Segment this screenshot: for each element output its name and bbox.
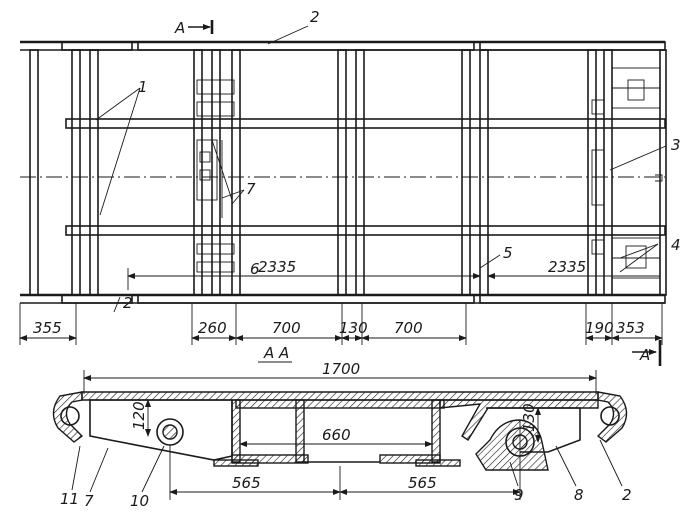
right-end-lug [598, 392, 627, 442]
dim-565-right: 565 [408, 474, 437, 492]
left-bracket [90, 400, 232, 460]
bottom-flange-right [416, 460, 460, 466]
dim-130-section: 130 [520, 403, 538, 432]
bottom-flange-left [214, 460, 258, 466]
section-title: A A [263, 344, 289, 362]
left-end-lug [53, 392, 82, 442]
callout-7-plan: 7 [246, 180, 256, 198]
callout-2-section: 2 [622, 486, 632, 504]
dim-660: 660 [322, 426, 351, 444]
dim-2335-left: 2335 [258, 258, 296, 276]
dim-120: 120 [130, 401, 148, 430]
dim-260: 260 [198, 319, 227, 337]
section-mark-a-right: A [639, 346, 650, 364]
dim-2335-right: 2335 [548, 258, 586, 276]
callout-2-top: 2 [310, 8, 320, 26]
dim-1700: 1700 [322, 360, 360, 378]
callout-11: 11 [60, 490, 79, 508]
dim-190: 190 [585, 319, 614, 337]
dim-700-a: 700 [272, 319, 301, 337]
callout-8: 8 [574, 486, 584, 504]
section-cut-marks [188, 20, 660, 366]
side-member-bottom [20, 295, 665, 303]
dim-565-left: 565 [232, 474, 261, 492]
callout-6: 6 [250, 260, 260, 278]
callout-7-section: 7 [84, 492, 94, 510]
callout-9: 9 [514, 486, 524, 504]
top-plate [82, 392, 598, 400]
callout-4: 4 [671, 236, 681, 254]
callout-10: 10 [130, 492, 149, 510]
dim-130: 130 [339, 319, 368, 337]
section-view-aa: A A 1700 [53, 344, 631, 510]
side-member-top [20, 42, 665, 50]
section-mark-a-left: A [174, 19, 185, 37]
callout-1: 1 [138, 78, 148, 96]
dim-353: 353 [616, 319, 645, 337]
dim-700-b: 700 [394, 319, 423, 337]
callout-3: 3 [671, 136, 681, 154]
dim-355: 355 [33, 319, 62, 337]
plan-view: A A 2335 2335 [20, 8, 681, 366]
callout-2-bottom: 2 [123, 294, 133, 312]
callout-5: 5 [503, 244, 513, 262]
